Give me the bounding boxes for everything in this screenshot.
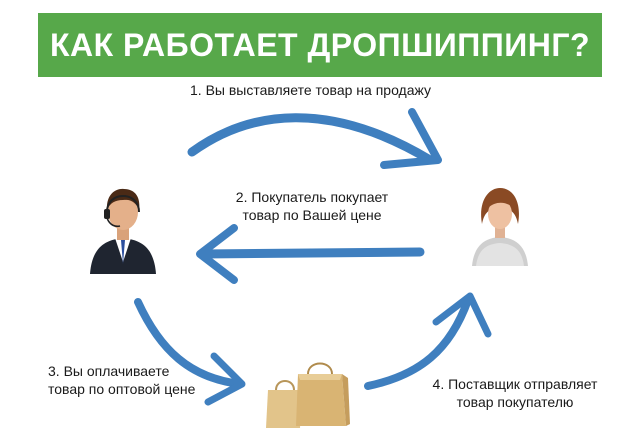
title-band: КАК РАБОТАЕТ ДРОПШИППИНГ? [38, 13, 602, 77]
arrow-head-step-1 [380, 108, 442, 169]
step-2-label: 2. Покупатель покупает товар по Вашей це… [232, 188, 392, 224]
step-2-text-line1: 2. Покупатель покупает [235, 189, 389, 205]
arrow-head-step-4 [432, 292, 492, 338]
arrow-step-2 [197, 247, 425, 259]
step-4-label: 4. Поставщик отправляет товар покупателю [430, 375, 600, 411]
arrow-step-1 [187, 113, 435, 165]
step-1-text: 1. Вы выставляете товар на продажу [190, 82, 432, 98]
woman-customer-icon [472, 188, 528, 266]
businessman-headset-icon [90, 188, 156, 274]
step-3-text-line1: 3. Вы оплачиваете [48, 363, 170, 379]
step-3-text-line2: товар по оптовой цене [48, 381, 196, 397]
step-4-text-line2: товар покупателю [456, 394, 574, 410]
step-4-text-line1: 4. Поставщик отправляет [432, 376, 598, 392]
step-1-label: 1. Вы выставляете товар на продажу [190, 81, 431, 99]
arrow-step-4 [364, 296, 472, 390]
arrow-head-step-3 [204, 352, 246, 406]
arrow-step-3 [134, 298, 244, 388]
diagram-title: КАК РАБОТАЕТ ДРОПШИППИНГ? [49, 26, 591, 63]
shopping-bags-icon [266, 362, 350, 428]
arrow-head-step-2 [196, 224, 238, 284]
step-3-label: 3. Вы оплачиваете товар по оптовой цене [48, 362, 195, 398]
step-2-text-line2: товар по Вашей цене [242, 207, 382, 223]
